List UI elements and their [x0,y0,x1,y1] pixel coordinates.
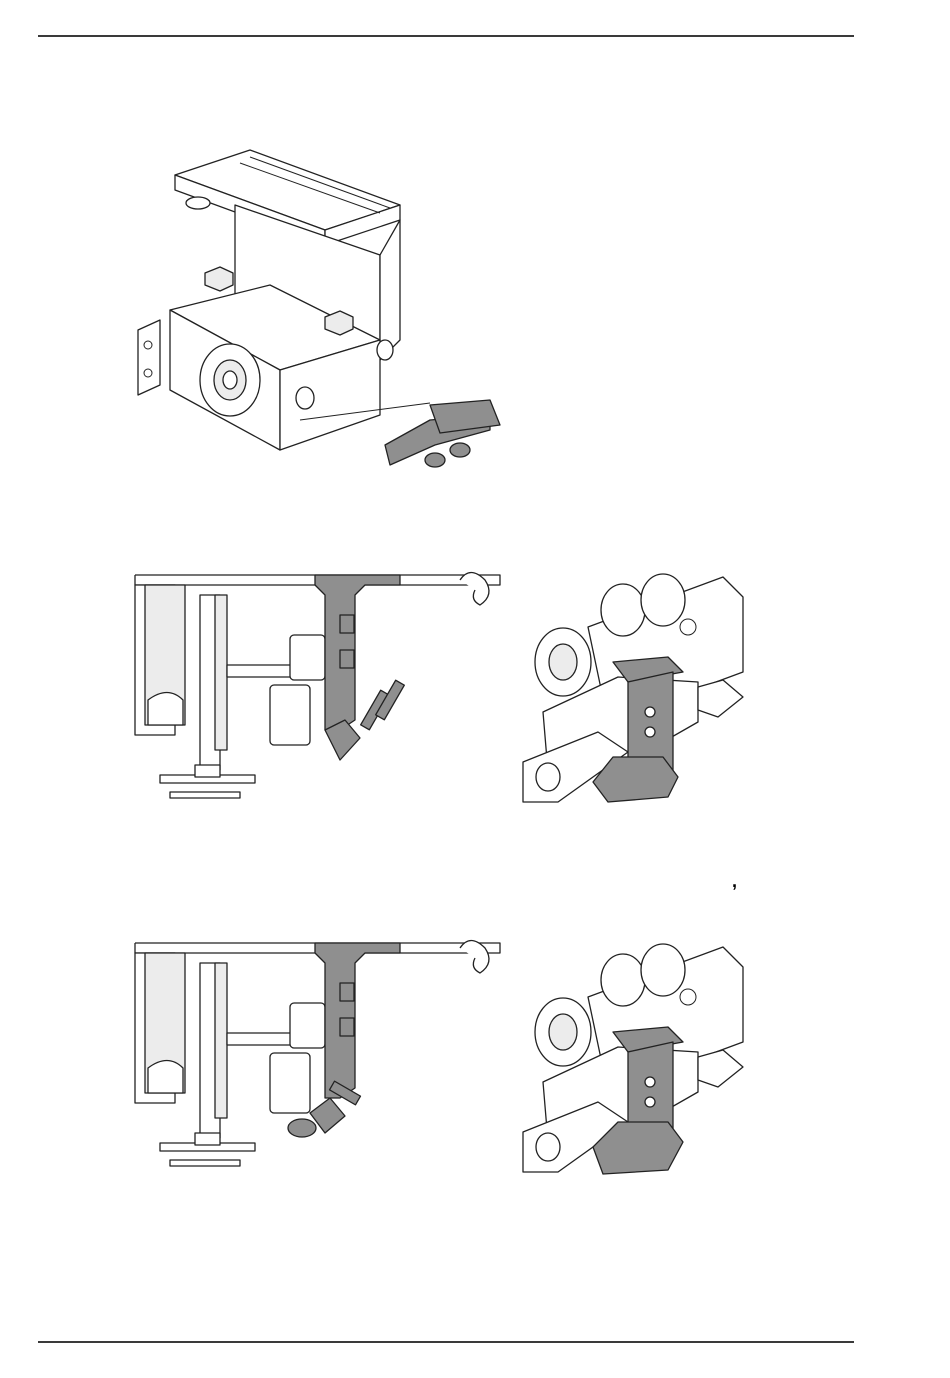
section-view-1-figure [130,570,510,810]
stray-mark: , [732,872,737,890]
iso-view-2-figure [518,942,758,1182]
section-view-2-drawing [130,938,510,1178]
iso-view-1-figure [518,572,758,812]
iso-view-1-drawing [518,572,758,812]
carriage-assembly-drawing [130,145,510,485]
section-view-1-drawing [130,570,510,810]
header-rule [38,35,854,37]
carriage-assembly-figure [130,145,510,485]
iso-view-2-drawing [518,942,758,1182]
footer-rule [38,1341,854,1343]
section-view-2-figure [130,938,510,1178]
